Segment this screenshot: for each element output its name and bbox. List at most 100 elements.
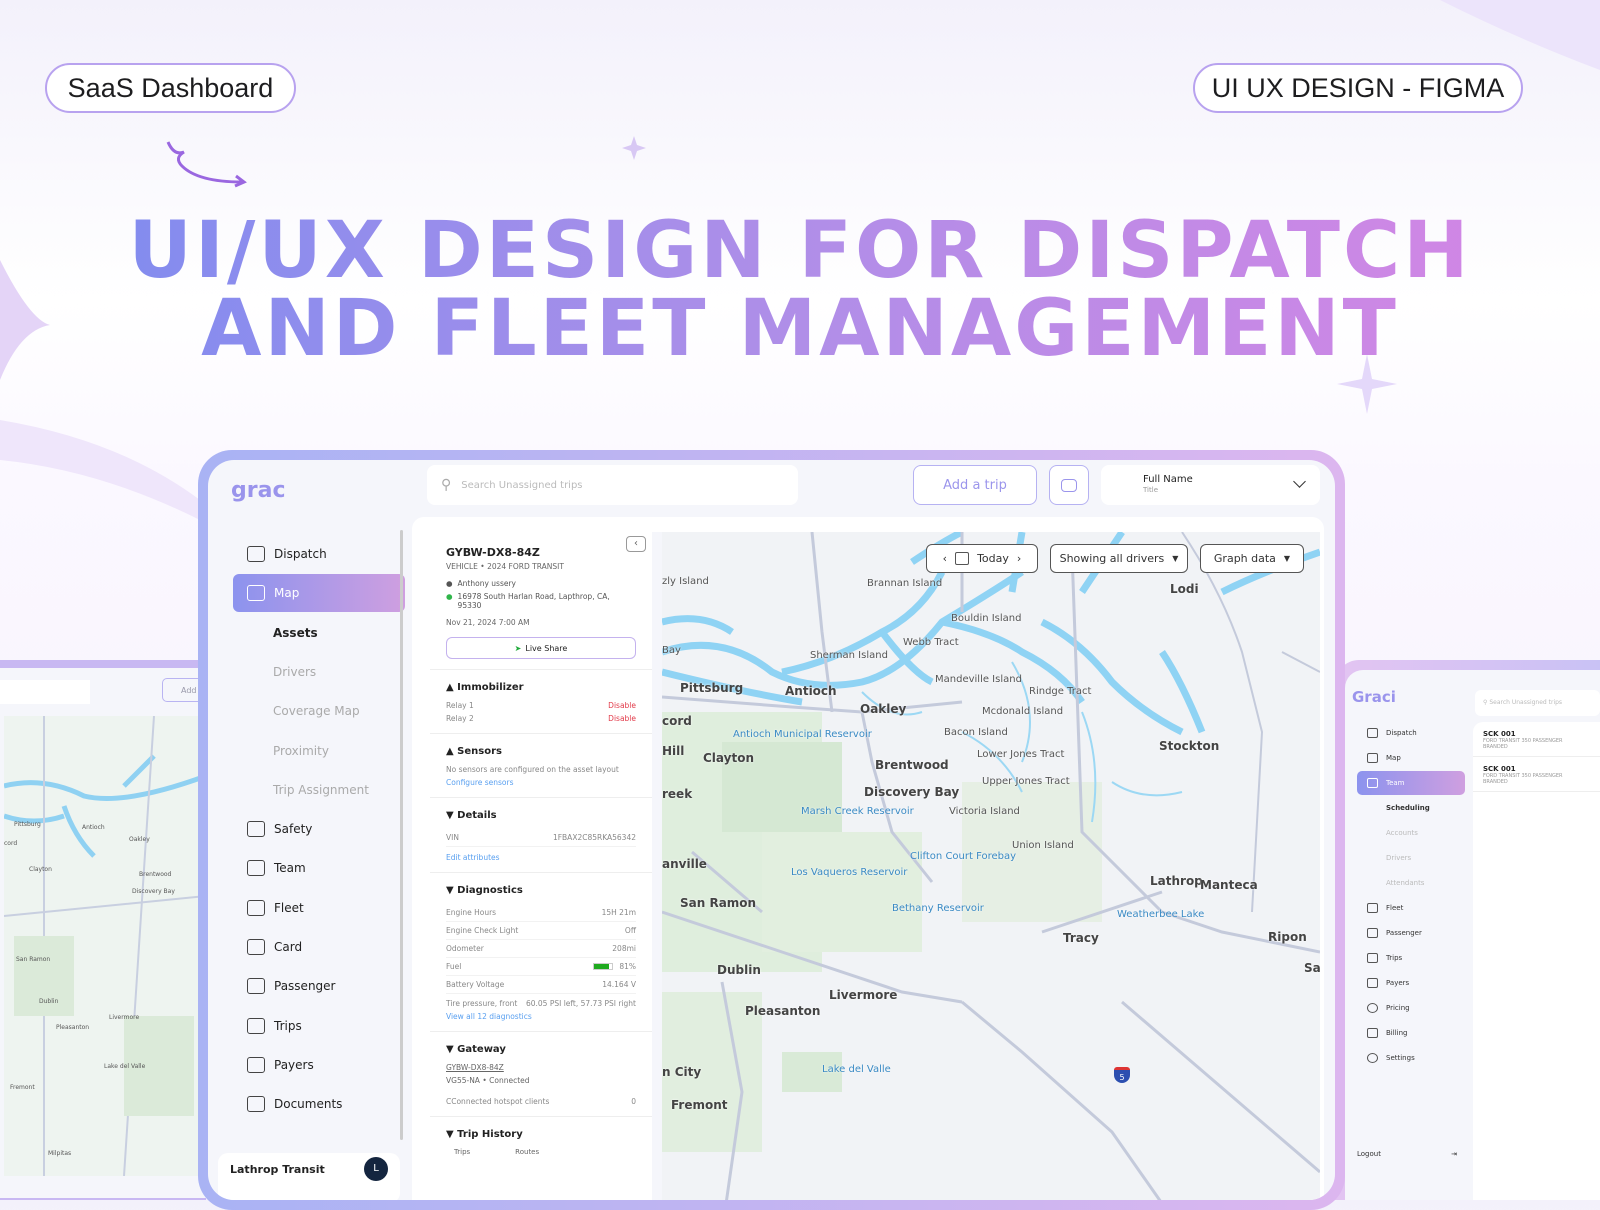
sidebar-item-label: Proximity	[273, 743, 329, 758]
sidebar-item-team[interactable]: Team	[233, 849, 405, 887]
right-sidebar-team[interactable]: Team	[1357, 771, 1465, 795]
trips-icon	[1367, 953, 1378, 963]
fleet-icon	[1367, 903, 1378, 913]
right-sidebar-drivers[interactable]: Drivers	[1357, 846, 1465, 870]
immobilizer-toggle[interactable]: ▲ Immobilizer	[446, 682, 524, 693]
user-menu[interactable]: Full Name Title	[1101, 465, 1320, 505]
gateway-toggle[interactable]: ▼ Gateway	[446, 1044, 506, 1055]
add-trip-button[interactable]: Add a trip	[913, 465, 1037, 505]
date-picker[interactable]: ‹Today›	[926, 544, 1038, 573]
right-sidebar-map[interactable]: Map	[1357, 746, 1465, 770]
sidebar-item-documents[interactable]: Documents	[233, 1085, 405, 1123]
diagnostics-toggle[interactable]: ▼ Diagnostics	[446, 885, 523, 896]
map-place-label: Bethany Reservoir	[892, 903, 984, 914]
live-share-button[interactable]: ➤Live Share	[446, 637, 636, 659]
card-title: SCK 001	[1483, 765, 1516, 773]
right-sidebar-attendants[interactable]: Attendants	[1357, 871, 1465, 895]
right-sidebar-settings[interactable]: Settings	[1357, 1046, 1465, 1070]
sidebar-item-trips[interactable]: Trips	[233, 1007, 405, 1045]
right-sidebar-accounts[interactable]: Accounts	[1357, 821, 1465, 845]
section-title: Details	[457, 810, 497, 821]
disable-relay-2-button[interactable]: Disable	[608, 714, 636, 723]
map-place-label: Los Vaqueros Reservoir	[791, 867, 908, 878]
graph-data-dropdown[interactable]: Graph data▼	[1200, 544, 1304, 573]
map-place-label: Lodi	[1170, 582, 1199, 596]
sidebar-item-drivers[interactable]: Drivers	[233, 653, 405, 691]
right-mockup: Graci ⚲ Search Unassigned trips Dispatch…	[1335, 660, 1600, 1200]
routes-tab[interactable]: Routes	[515, 1148, 540, 1156]
right-sidebar-trips[interactable]: Trips	[1357, 946, 1465, 970]
right-sidebar-scheduling[interactable]: Scheduling	[1357, 796, 1465, 820]
fleet-icon	[247, 899, 265, 916]
payers-icon	[247, 1056, 265, 1073]
right-sidebar-billing[interactable]: Billing	[1357, 1021, 1465, 1045]
next-day-button[interactable]: ›	[1016, 552, 1022, 565]
hotspot-label: CConnected hotspot clients	[446, 1097, 550, 1106]
team-icon	[247, 860, 265, 877]
prev-day-button[interactable]: ‹	[942, 552, 948, 565]
map-place-label: Brannan Island	[867, 578, 943, 589]
right-sidebar-fleet[interactable]: Fleet	[1357, 896, 1465, 920]
right-sidebar-pricing[interactable]: Pricing	[1357, 996, 1465, 1020]
right-sidebar-passenger[interactable]: Passenger	[1357, 921, 1465, 945]
sensors-toggle[interactable]: ▲ Sensors	[446, 746, 502, 757]
sidebar-item-passenger[interactable]: Passenger	[233, 967, 405, 1005]
search-icon: ⚲	[441, 477, 452, 493]
label: Fleet	[1386, 904, 1404, 912]
edit-attributes-link[interactable]: Edit attributes	[446, 853, 500, 862]
card-subtitle: FORD TRANSIT 350 PASSENGER BRANDED	[1483, 773, 1563, 785]
sidebar-item-label: Passenger	[274, 979, 336, 994]
right-search-input[interactable]: ⚲ Search Unassigned trips	[1475, 690, 1600, 716]
send-icon: ➤	[514, 643, 522, 653]
logout-button[interactable]: Logout⇥	[1357, 1150, 1457, 1158]
settings-icon	[1367, 1053, 1378, 1063]
map-label: Oakley	[129, 836, 150, 843]
collapse-panel-button[interactable]: ‹	[626, 536, 646, 552]
view-all-diagnostics-link[interactable]: View all 12 diagnostics	[446, 1012, 532, 1021]
diag-label: Engine Hours	[446, 908, 497, 917]
sidebar-item-coverage-map[interactable]: Coverage Map	[233, 692, 405, 730]
map-place-label: Hill	[662, 744, 685, 758]
map-label: Livermore	[109, 1014, 140, 1021]
sidebar-item-trip-assignment[interactable]: Trip Assignment	[233, 771, 405, 809]
sidebar-item-assets[interactable]: Assets	[233, 614, 405, 652]
map-place-label: Tracy	[1063, 931, 1099, 945]
gateway-id-link[interactable]: GYBW-DX8-84Z	[446, 1063, 504, 1072]
map-place-label: Oakley	[860, 702, 907, 716]
vehicle-address[interactable]: 16978 South Harlan Road, Lapthrop, CA, 9…	[457, 592, 610, 610]
configure-sensors-link[interactable]: Configure sensors	[446, 778, 514, 787]
map-label: Fremont	[10, 1084, 35, 1091]
org-card[interactable]: Lathrop Transit L	[218, 1153, 400, 1200]
disable-relay-1-button[interactable]: Disable	[608, 701, 636, 710]
map-place-label: Webb Tract	[903, 637, 959, 648]
trip-history-toggle[interactable]: ▼ Trip History	[446, 1129, 523, 1140]
drivers-filter-dropdown[interactable]: Showing all drivers▼	[1050, 544, 1188, 573]
sidebar-item-dispatch[interactable]: Dispatch	[233, 535, 405, 573]
left-map: Pittsburg Antioch Oakley Clayton Brentwo…	[4, 716, 206, 1176]
sidebar-item-card[interactable]: Card	[233, 928, 405, 966]
right-sidebar-dispatch[interactable]: Dispatch	[1357, 721, 1465, 745]
right-sidebar-payers[interactable]: Payers	[1357, 971, 1465, 995]
map-label: Brentwood	[139, 871, 172, 878]
caret-down-icon: ▼	[1283, 554, 1291, 563]
sidebar-item-fleet[interactable]: Fleet	[233, 889, 405, 927]
map-label: Discovery Bay	[132, 888, 175, 895]
sidebar-item-map[interactable]: Map	[233, 574, 405, 613]
trips-tab[interactable]: Trips	[454, 1148, 471, 1156]
chat-button[interactable]	[1049, 465, 1089, 505]
sidebar-item-safety[interactable]: Safety	[233, 810, 405, 848]
card-icon	[247, 939, 265, 955]
sidebar-item-proximity[interactable]: Proximity	[233, 732, 405, 770]
diag-value: 14.164 V	[602, 980, 636, 989]
sidebar-scrollbar[interactable]	[400, 530, 403, 1140]
sidebar-item-payers[interactable]: Payers	[233, 1046, 405, 1084]
sidebar-item-label: Drivers	[273, 664, 317, 679]
vehicle-subtitle: VEHICLE • 2024 FORD TRANSIT	[446, 562, 564, 571]
details-toggle[interactable]: ▼ Details	[446, 810, 497, 821]
search-input[interactable]: ⚲ Search Unassigned trips	[427, 465, 798, 505]
map-place-label: Weatherbee Lake	[1117, 909, 1205, 920]
